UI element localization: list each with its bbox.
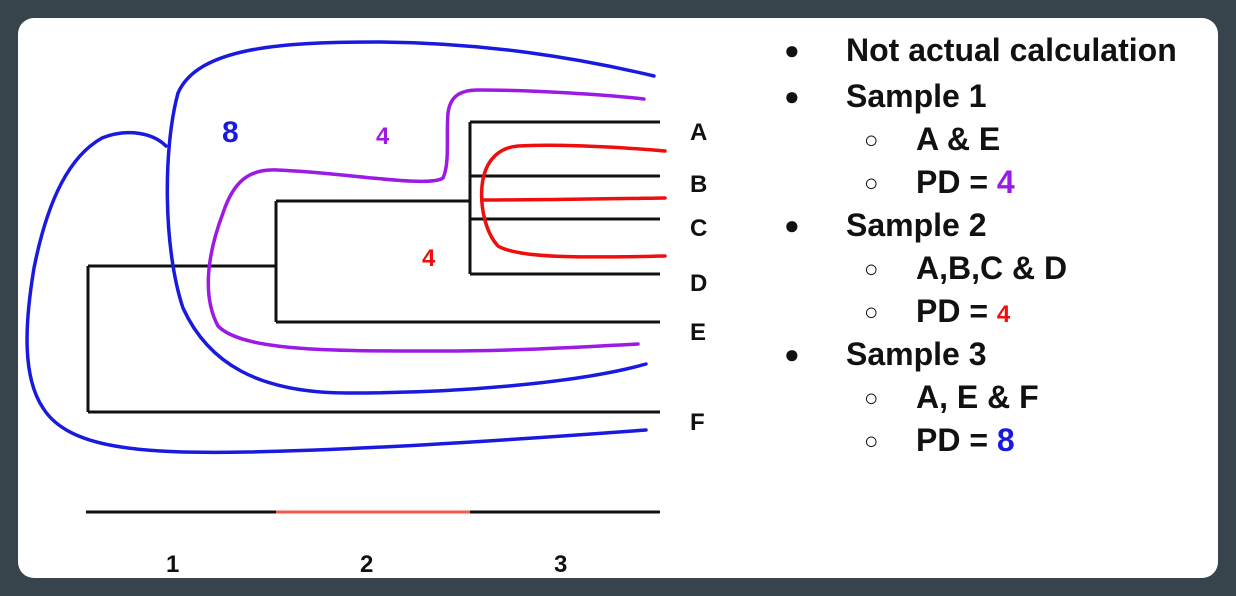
- region-label-blue: 8: [222, 116, 239, 149]
- leaf-label-d: D: [690, 270, 707, 297]
- blue-outline-inner: [165, 40, 656, 395]
- tree-branches: [86, 120, 660, 414]
- blue-outline-outer: [25, 130, 648, 455]
- leaf-label-c: C: [690, 215, 707, 242]
- leaf-label-a: A: [690, 119, 707, 146]
- region-label-purple: 4: [376, 123, 390, 150]
- leaf-label-b: B: [690, 171, 707, 198]
- leaf-label-e: E: [690, 319, 706, 346]
- region-label-red: 4: [422, 245, 436, 272]
- content-panel: 8 4 4 A B C D E F 1 2 3 ●Not actual calc…: [18, 18, 1218, 578]
- leaf-label-f: F: [690, 409, 705, 436]
- scale-label-3: 3: [554, 551, 567, 578]
- purple-outline: [206, 88, 646, 353]
- scale-label-2: 2: [360, 551, 373, 578]
- red-outline-inner: [482, 196, 667, 202]
- scale-label-1: 1: [166, 551, 179, 578]
- red-outline-outer: [479, 143, 667, 259]
- phylogenetic-tree-diagram: 8 4 4 A B C D E F 1 2 3: [25, 40, 707, 578]
